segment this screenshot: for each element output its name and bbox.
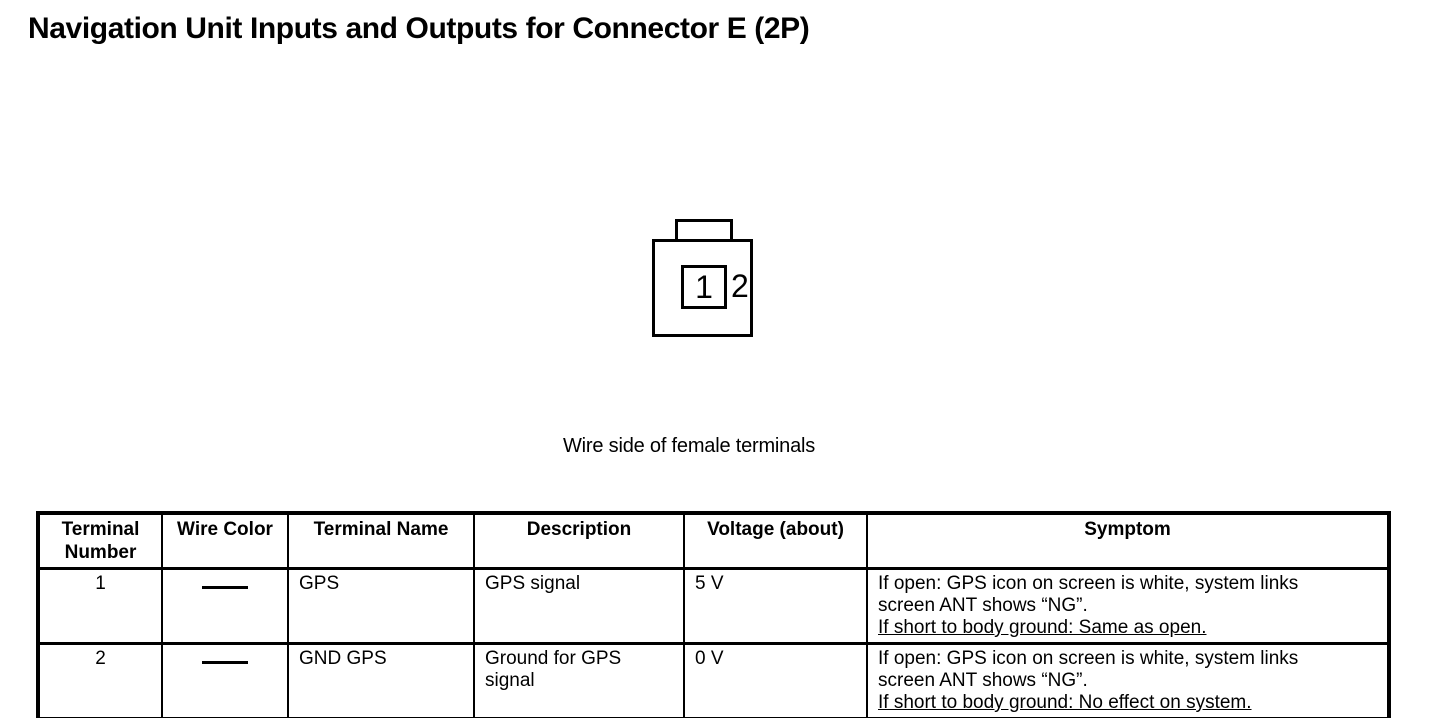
cell-terminal-number: 1 — [37, 567, 163, 645]
symptom-line: If open: GPS icon on screen is white, sy… — [878, 573, 1299, 594]
io-table: Terminal Number Wire Color Terminal Name… — [36, 511, 1391, 718]
symptom-line-underlined: If short to body ground: Same as open. — [878, 617, 1207, 638]
connector-diagram: 1 2 — [652, 239, 753, 337]
description-line: Ground for GPS — [485, 648, 622, 669]
symptom-line: screen ANT shows “NG”. — [878, 670, 1088, 691]
cell-symptom: If open: GPS icon on screen is white, sy… — [866, 642, 1390, 718]
cell-terminal-number: 2 — [37, 642, 163, 718]
cell-wire-color — [161, 567, 289, 645]
cell-terminal-name: GND GPS — [287, 642, 475, 718]
terminal-1-box: 1 — [681, 265, 727, 309]
symptom-line: If open: GPS icon on screen is white, sy… — [878, 648, 1299, 669]
col-header-wire-color: Wire Color — [161, 512, 289, 570]
cell-terminal-name: GPS — [287, 567, 475, 645]
col-header-description: Description — [473, 512, 685, 570]
col-header-symptom: Symptom — [866, 512, 1390, 570]
col-header-terminal-name: Terminal Name — [287, 512, 475, 570]
wire-color-dash — [202, 586, 248, 589]
header-row: Terminal Number Wire Color Terminal Name… — [37, 512, 1390, 570]
wire-color-dash — [202, 661, 248, 664]
page-title: Navigation Unit Inputs and Outputs for C… — [28, 12, 810, 45]
table-row: 1 GPS GPS signal 5 V If open: GPS icon o… — [37, 567, 1390, 645]
cell-voltage: 0 V — [683, 642, 868, 718]
cell-wire-color — [161, 642, 289, 718]
cell-description: Ground for GPS signal — [473, 642, 685, 718]
table-row: 2 GND GPS Ground for GPS signal 0 V If o… — [37, 642, 1390, 718]
connector-caption: Wire side of female terminals — [563, 435, 816, 457]
terminal-2-label: 2 — [731, 268, 749, 304]
description-line: signal — [485, 670, 535, 691]
col-header-voltage: Voltage (about) — [683, 512, 868, 570]
cell-voltage: 5 V — [683, 567, 868, 645]
cell-symptom: If open: GPS icon on screen is white, sy… — [866, 567, 1390, 645]
symptom-line-underlined: If short to body ground: No effect on sy… — [878, 692, 1252, 713]
description-line: GPS signal — [485, 573, 581, 594]
symptom-line: screen ANT shows “NG”. — [878, 595, 1088, 616]
col-header-terminal-number: Terminal Number — [37, 512, 163, 570]
terminal-1-label: 1 — [695, 269, 713, 305]
cell-description: GPS signal — [473, 567, 685, 645]
